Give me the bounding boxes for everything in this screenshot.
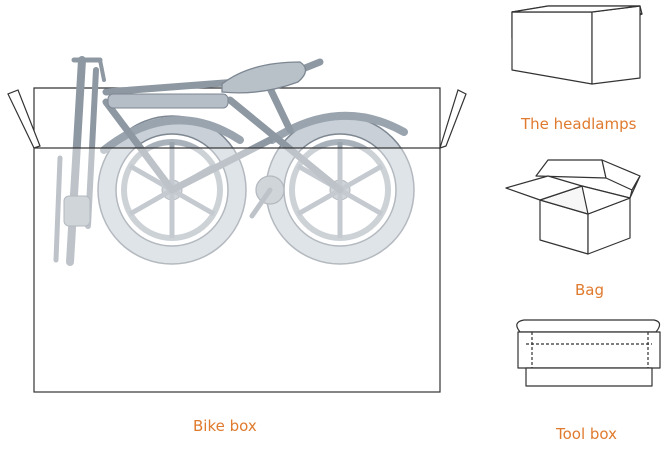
- bike-box-label: Bike box: [193, 417, 257, 435]
- flat-tray-box-icon: [517, 320, 660, 386]
- battery: [108, 94, 228, 108]
- open-box-icon: [506, 160, 640, 254]
- bike-box-right-flap: [440, 90, 466, 148]
- headlamps-label: The headlamps: [521, 115, 636, 133]
- tool-box-label: Tool box: [556, 425, 617, 443]
- closed-box-icon: [512, 6, 642, 84]
- bike-box-left-flap: [8, 90, 40, 148]
- bag-label: Bag: [575, 281, 604, 299]
